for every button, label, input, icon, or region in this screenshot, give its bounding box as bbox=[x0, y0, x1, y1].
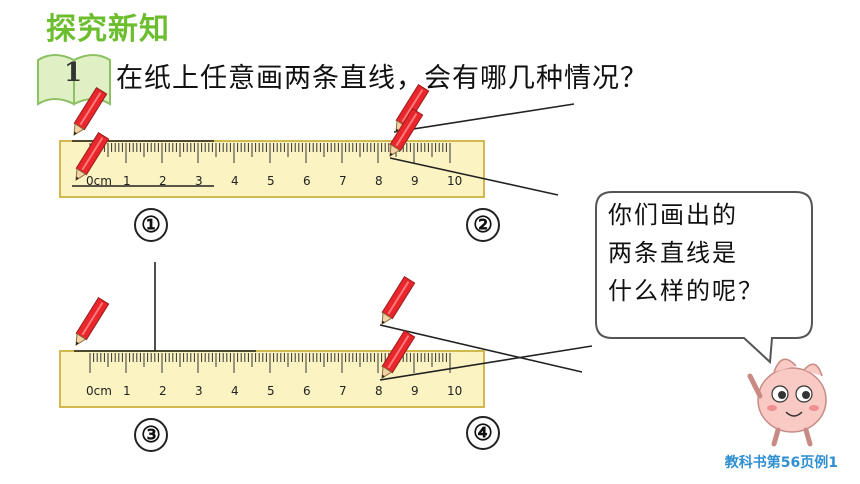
ruler-tick-label: 9 bbox=[411, 384, 419, 398]
ruler-bottom: 0cm 1 2 3 4 5 6 7 8 9 10 bbox=[59, 350, 485, 408]
ruler-tick-label: 0cm bbox=[86, 174, 112, 188]
ruler-tick-label: 7 bbox=[339, 384, 347, 398]
ruler-tick-label: 1 bbox=[123, 384, 131, 398]
bubble-line-2: 两条直线是 bbox=[608, 239, 738, 267]
pencil-icon bbox=[381, 330, 416, 379]
ruler-tick-label: 9 bbox=[411, 174, 419, 188]
ruler-tick-label: 4 bbox=[231, 384, 239, 398]
problem-number: 1 bbox=[64, 58, 83, 88]
ruler-tick-label: 1 bbox=[123, 174, 131, 188]
pencil-icon bbox=[73, 87, 108, 136]
case-label-1: ① bbox=[134, 208, 168, 242]
ruler-tick-label: 3 bbox=[195, 174, 203, 188]
ruler-tick-label: 2 bbox=[159, 174, 167, 188]
ruler-tick-label: 3 bbox=[195, 384, 203, 398]
ruler-tick-label: 0cm bbox=[86, 384, 112, 398]
ruler-tick-label: 6 bbox=[303, 174, 311, 188]
pencil-icon bbox=[75, 132, 110, 181]
bubble-line-3: 什么样的呢？ bbox=[608, 277, 764, 305]
ruler-top: 0cm 1 2 3 4 5 6 7 8 9 10 bbox=[59, 140, 485, 198]
case-label-4: ④ bbox=[466, 416, 500, 450]
line-case4-b bbox=[379, 345, 593, 381]
ruler-tick-label: 5 bbox=[267, 384, 275, 398]
textbook-reference: 教科书第56页例1 bbox=[724, 455, 838, 471]
ruler-tick-label: 10 bbox=[447, 384, 462, 398]
speech-bubble-text: 你们画出的 两条直线是 什么样的呢？ bbox=[608, 196, 798, 310]
ruler-tick-label: 6 bbox=[303, 384, 311, 398]
ruler-tick-label: 8 bbox=[375, 384, 383, 398]
line-case4-a bbox=[379, 324, 583, 373]
bubble-line-1: 你们画出的 bbox=[608, 201, 738, 229]
ruler-tick-label: 4 bbox=[231, 174, 239, 188]
book-icon bbox=[37, 54, 111, 106]
line-case2-b bbox=[389, 157, 559, 196]
pencil-icon bbox=[395, 84, 430, 133]
pencil-icon bbox=[75, 297, 110, 346]
line-case2-a bbox=[393, 103, 575, 133]
case-label-2: ② bbox=[466, 208, 500, 242]
pencil-icon bbox=[381, 276, 416, 325]
ruler-tick-label: 2 bbox=[159, 384, 167, 398]
pencil-icon bbox=[389, 108, 424, 157]
ruler-tick-label: 5 bbox=[267, 174, 275, 188]
mascot-character bbox=[747, 358, 827, 447]
ruler-tick-label: 10 bbox=[447, 174, 462, 188]
speech-bubble bbox=[595, 191, 813, 365]
case-label-3: ③ bbox=[134, 418, 168, 452]
problem-question: 在纸上任意画两条直线，会有哪几种情况？ bbox=[116, 63, 648, 94]
section-title: 探究新知 bbox=[46, 12, 170, 47]
ruler-tick-label: 7 bbox=[339, 174, 347, 188]
ruler-tick-label: 8 bbox=[375, 174, 383, 188]
